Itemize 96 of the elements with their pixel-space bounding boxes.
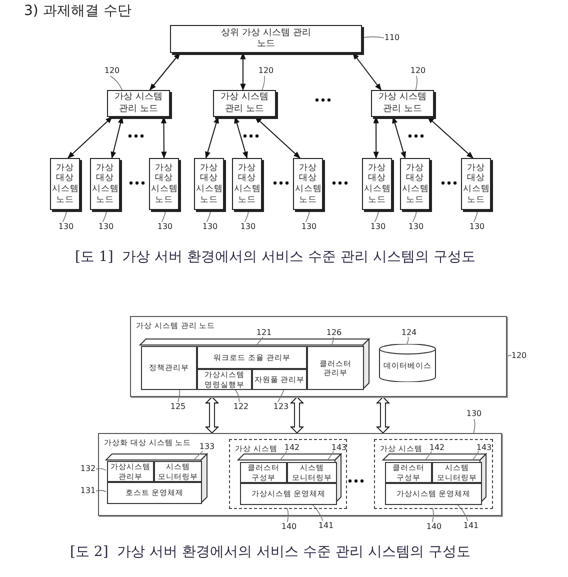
arrow [392, 116, 406, 159]
reference-number: 141 [463, 521, 479, 531]
arrow [234, 116, 248, 159]
arrow [240, 52, 246, 91]
reference-number: 125 [170, 402, 186, 412]
leader-line [412, 210, 417, 222]
leader-line [161, 210, 166, 222]
leader-line [331, 336, 334, 346]
block-arrow [204, 396, 220, 434]
reference-number: 120 [511, 351, 527, 361]
reference-number: 130 [466, 409, 482, 419]
reference-number: 124 [401, 328, 417, 338]
leader-line [424, 450, 432, 460]
leader-line [110, 76, 123, 90]
leader-line [96, 490, 106, 492]
node-box: 가상 대상 시스템 노드 [461, 158, 491, 210]
system-panel [98, 433, 502, 516]
reference-number: 132 [80, 464, 96, 474]
node-box: 가상 대상 시스템 노드 [90, 158, 120, 210]
leader-line [96, 468, 106, 471]
arrow [352, 52, 382, 91]
arrow [160, 116, 167, 159]
leader-line [193, 450, 204, 460]
block-arrow [376, 396, 390, 434]
reference-number: 130 [469, 222, 485, 232]
reference-number: 143 [476, 443, 492, 453]
reference-number: 130 [301, 222, 317, 232]
leader-line [178, 388, 180, 402]
arrow [427, 116, 474, 158]
reference-number: 140 [426, 522, 442, 532]
reference-number: 143 [331, 443, 347, 453]
node-box: 가상 시스템 관리 노드 [371, 90, 434, 117]
leader-line [362, 36, 384, 38]
node-box: 가상 시스템 관리 노드 [107, 90, 170, 117]
arrow [373, 116, 379, 159]
leader-line [256, 336, 264, 346]
reference-number: 126 [326, 328, 342, 338]
reference-number: 130 [240, 222, 256, 232]
reference-number: 110 [384, 33, 400, 43]
leader-line [280, 450, 288, 460]
leader-line [62, 210, 67, 222]
arrow [110, 116, 124, 159]
reference-number: 131 [80, 486, 96, 496]
leader-line [374, 210, 379, 222]
reference-number: 120 [104, 66, 120, 76]
leader-line [286, 508, 289, 522]
arrow [205, 116, 219, 159]
reference-number: 123 [273, 402, 289, 412]
arrow [254, 116, 300, 158]
leader-line [244, 210, 249, 222]
reference-number: 120 [410, 66, 426, 76]
reference-number: 141 [318, 521, 334, 531]
leader-line [102, 210, 107, 222]
node-box: 가상 시스템 관리 노드 [213, 90, 276, 117]
leader-line [432, 508, 434, 522]
node-box: 가상 대상 시스템 노드 [232, 158, 262, 210]
figure-caption: [도 2] 가상 서버 환경에서의 서비스 수준 관리 시스템의 구성도 [70, 543, 470, 561]
reference-number: 130 [157, 222, 173, 232]
reference-number: 142 [429, 443, 445, 453]
reference-number: 130 [58, 222, 74, 232]
node-box: 가상 대상 시스템 노드 [194, 158, 224, 210]
node-box: 상위 가상 시스템 관리 노드 [170, 25, 362, 53]
reference-number: 130 [98, 222, 114, 232]
section-heading: 3) 과제해결 수단 [24, 2, 132, 20]
node-box: 가상 대상 시스템 노드 [50, 158, 80, 210]
leader-line [262, 76, 265, 90]
virtual-system-panel [374, 439, 493, 509]
leader-line [415, 76, 418, 90]
arrow [68, 116, 113, 158]
reference-number: 122 [233, 402, 249, 412]
leader-line [473, 418, 476, 434]
block-arrow [290, 396, 304, 434]
node-box: 가상 대상 시스템 노드 [362, 158, 392, 210]
leader-line [305, 210, 310, 222]
reference-number: 130 [202, 222, 218, 232]
leader-line [473, 210, 478, 222]
leader-line [206, 210, 211, 222]
leader-line [234, 388, 240, 402]
reference-number: 130 [370, 222, 386, 232]
figure-caption: [도 1] 가상 서버 환경에서의 서비스 수준 관리 시스템의 구성도 [75, 248, 476, 266]
reference-number: 121 [256, 328, 272, 338]
node-box: 가상 대상 시스템 노드 [149, 158, 179, 210]
virtual-system-panel [229, 439, 347, 509]
node-box: 가상 대상 시스템 노드 [400, 158, 430, 210]
reference-number: 142 [284, 443, 300, 453]
reference-number: 130 [408, 222, 424, 232]
leader-line [327, 450, 334, 460]
leader-line [472, 450, 480, 460]
system-panel [130, 316, 507, 397]
reference-number: 133 [199, 442, 215, 452]
node-box: 가상 대상 시스템 노드 [293, 158, 323, 210]
reference-number: 120 [258, 66, 274, 76]
leader-line [277, 388, 284, 402]
leader-line [506, 354, 512, 357]
arrow [149, 52, 180, 91]
reference-number: 140 [281, 522, 297, 532]
